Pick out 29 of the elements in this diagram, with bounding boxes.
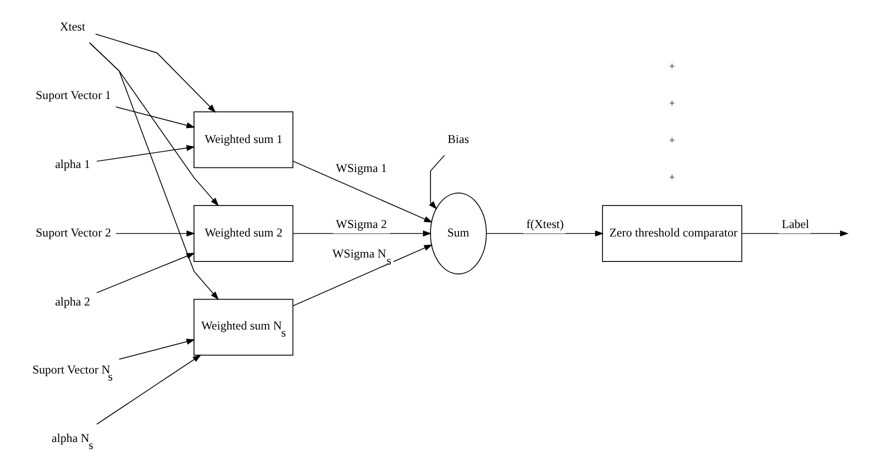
node-text: Suport Vector 2 (36, 226, 111, 240)
label: + (669, 98, 675, 110)
node-text: Bias (448, 132, 470, 146)
arrow (96, 252, 196, 294)
edge-label: f(Xtest) (526, 217, 564, 232)
arrow (292, 230, 432, 237)
edge-label: WSigma 2 (336, 217, 387, 232)
arrow (95, 34, 216, 113)
arrow (118, 338, 196, 360)
edge-label: Label (782, 217, 810, 232)
label: + (669, 135, 675, 146)
node-box: Weighted sum 1 (194, 111, 294, 168)
node-box: Weighted sum 2 (194, 205, 294, 262)
arrow (96, 354, 202, 425)
node-box: Zero threshold comparator (602, 205, 742, 262)
arrow (115, 106, 196, 128)
arrow (89, 42, 219, 300)
node-text: Xtest (60, 19, 86, 34)
arrow (741, 230, 849, 237)
node-text: Suport Vector 1 (36, 88, 111, 102)
edge-label: WSigma 1 (336, 161, 387, 176)
arrow (96, 145, 196, 162)
node-text: alpha 1 (55, 156, 90, 171)
node-text: alpha 2 (55, 294, 90, 308)
arrow (115, 230, 196, 237)
arrow (429, 154, 445, 210)
label: + (669, 61, 675, 72)
arrow (486, 230, 604, 237)
label: + (669, 172, 675, 184)
